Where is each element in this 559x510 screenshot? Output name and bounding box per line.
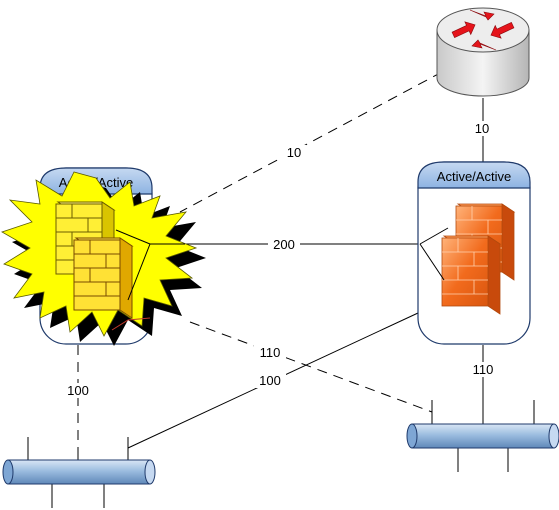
link-cost-left-rightsegment: 110	[260, 345, 281, 360]
link-labels: 10 10 200 110 100 100 110	[62, 121, 499, 398]
link-cost-right-leftsegment: 100	[259, 373, 281, 388]
network-segment-right	[406, 400, 559, 472]
link-cost-router-right: 10	[475, 121, 489, 136]
cluster-left: Active/Active	[1, 167, 206, 346]
link-router-left	[179, 71, 443, 213]
network-segment-icon	[2, 459, 156, 485]
router-icon	[436, 7, 530, 97]
network-segment-left	[2, 437, 156, 508]
firewall-pair-icon	[441, 203, 516, 315]
link-cost-right-rightsegment: 110	[473, 362, 494, 377]
link-left-rightsegment	[189, 321, 433, 413]
firewall-pair-icon	[55, 201, 185, 331]
network-segment-icon	[406, 423, 559, 449]
link-cost-router-left: 10	[287, 145, 301, 160]
cluster-right: Active/Active	[417, 161, 531, 345]
link-cost-cluster-cluster: 200	[273, 237, 295, 252]
cluster-right-label: Active/Active	[437, 169, 511, 184]
link-cost-left-leftsegment: 100	[67, 383, 89, 398]
